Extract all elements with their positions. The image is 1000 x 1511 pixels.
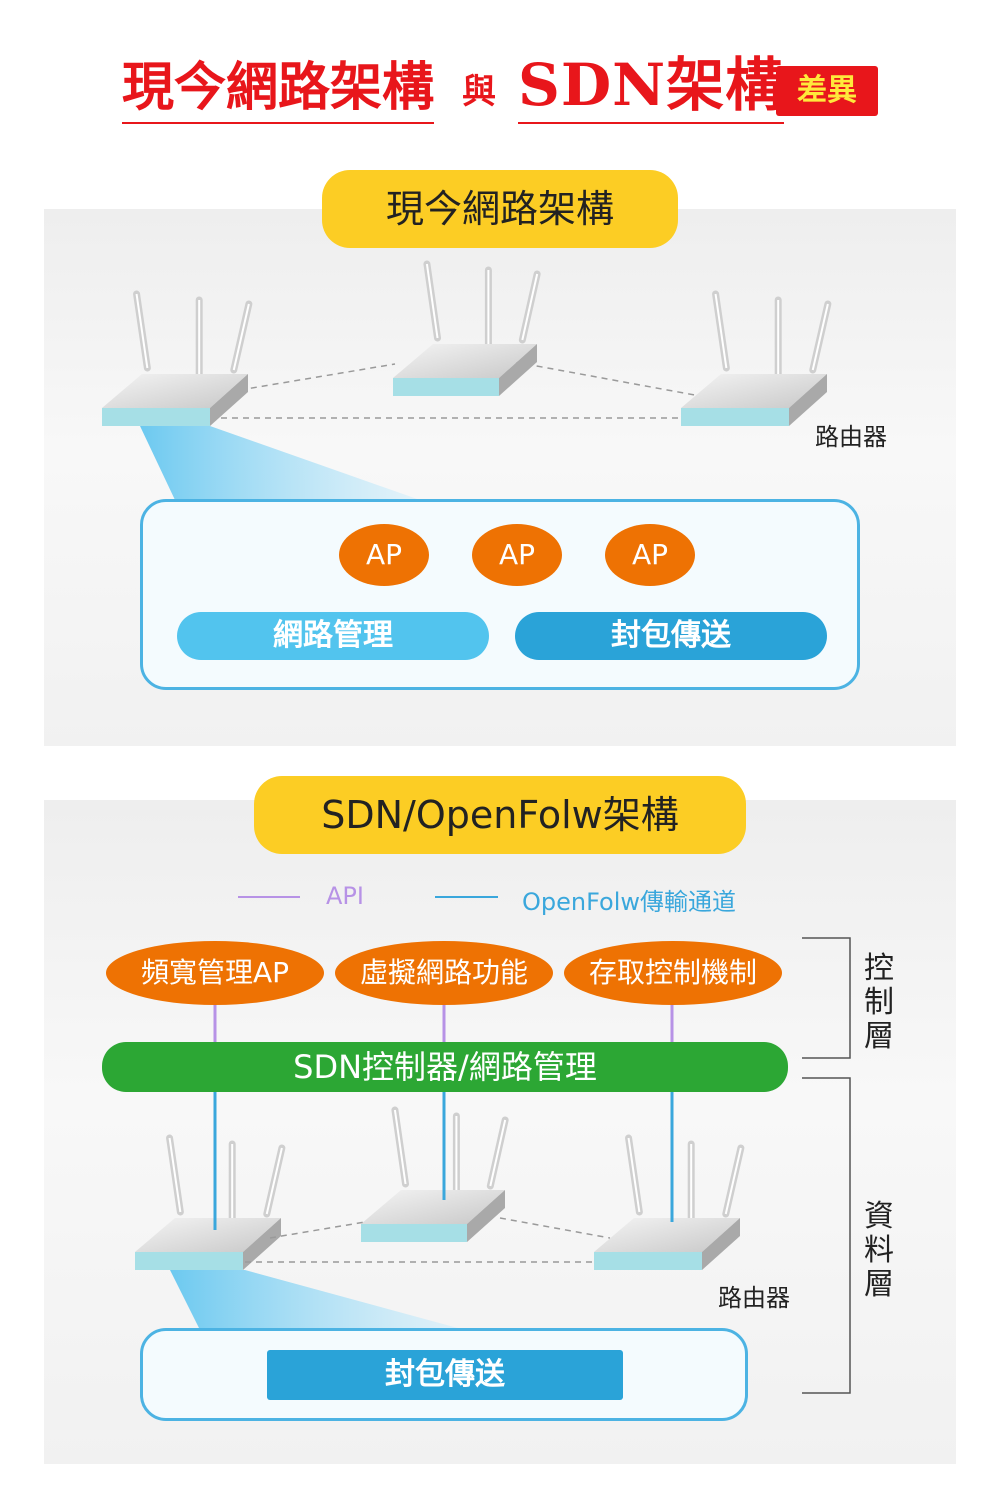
control-layer-label: 控制層 bbox=[864, 951, 894, 1054]
router-right-2 bbox=[594, 1134, 745, 1270]
api-links bbox=[213, 1005, 674, 1042]
wireless-beam bbox=[140, 426, 420, 500]
antenna-highlight bbox=[714, 293, 728, 369]
router-left bbox=[102, 290, 253, 426]
antenna-highlight bbox=[168, 1137, 182, 1213]
antenna-highlight bbox=[425, 263, 439, 339]
antenna-highlight bbox=[135, 293, 149, 369]
antenna-highlight bbox=[393, 1109, 407, 1185]
router-side bbox=[243, 1218, 281, 1270]
access-control-function: 存取控制機制 bbox=[564, 941, 782, 1005]
antenna-highlight bbox=[232, 303, 250, 371]
router-front bbox=[102, 408, 210, 426]
antenna-highlight bbox=[724, 1147, 742, 1215]
legend-api-label: API bbox=[326, 882, 364, 910]
router-right bbox=[681, 290, 832, 426]
router-center-2 bbox=[361, 1106, 509, 1242]
wireless-beam-2 bbox=[170, 1270, 465, 1330]
router-links bbox=[210, 361, 701, 419]
antenna-highlight bbox=[521, 273, 539, 341]
data-layer-label: 資料層 bbox=[864, 1199, 894, 1302]
title-current-architecture: 現今網路架構 bbox=[122, 58, 435, 124]
router-top bbox=[594, 1218, 740, 1252]
ap-node-3: AP bbox=[605, 524, 695, 586]
router-links-2 bbox=[245, 1217, 611, 1263]
title-difference-badge: 差異 bbox=[776, 66, 878, 116]
network-management-bar: 網路管理 bbox=[177, 612, 489, 660]
router-label: 路由器 bbox=[815, 423, 887, 451]
bandwidth-management-function: 頻寬管理AP bbox=[106, 941, 324, 1005]
ap-node-1: AP bbox=[339, 524, 429, 586]
router-front bbox=[361, 1224, 467, 1242]
router-side bbox=[210, 374, 248, 426]
router-side bbox=[499, 344, 537, 396]
router-side bbox=[467, 1190, 505, 1242]
router-front bbox=[681, 408, 789, 426]
router-left-2 bbox=[135, 1134, 286, 1270]
router-side bbox=[789, 374, 827, 426]
section2-heading: SDN/OpenFolw架構 bbox=[254, 776, 746, 854]
virtual-network-function: 虛擬網路功能 bbox=[335, 941, 553, 1005]
packet-forwarding-bar-2: 封包傳送 bbox=[267, 1350, 623, 1400]
router-top bbox=[681, 374, 827, 408]
antenna-highlight bbox=[489, 1119, 507, 1187]
sdn-controller-bar: SDN控制器/網路管理 bbox=[102, 1042, 788, 1092]
title-sdn-architecture: SDN架構 bbox=[518, 52, 785, 124]
antenna-highlight bbox=[265, 1147, 283, 1215]
layer-brackets bbox=[802, 937, 851, 1394]
antenna-highlight bbox=[811, 303, 829, 371]
ap-node-2: AP bbox=[472, 524, 562, 586]
router-top bbox=[135, 1218, 281, 1252]
router-top bbox=[393, 344, 537, 378]
router-front bbox=[594, 1252, 702, 1270]
router-front bbox=[393, 378, 499, 396]
legend-openflow-label: OpenFolw傳輸通道 bbox=[522, 888, 737, 916]
antenna-highlight bbox=[627, 1137, 641, 1213]
data-layer-bracket bbox=[802, 1077, 851, 1394]
router-top bbox=[361, 1190, 505, 1224]
router-front bbox=[135, 1252, 243, 1270]
router-label-2: 路由器 bbox=[718, 1284, 790, 1312]
control-layer-bracket bbox=[802, 937, 851, 1059]
router-top bbox=[102, 374, 248, 408]
packet-forwarding-bar: 封包傳送 bbox=[515, 612, 827, 660]
openflow-links bbox=[213, 1092, 674, 1230]
title-and: 與 bbox=[462, 72, 496, 112]
router-side bbox=[702, 1218, 740, 1270]
section1-heading: 現今網路架構 bbox=[322, 170, 678, 248]
router-center bbox=[393, 260, 541, 396]
